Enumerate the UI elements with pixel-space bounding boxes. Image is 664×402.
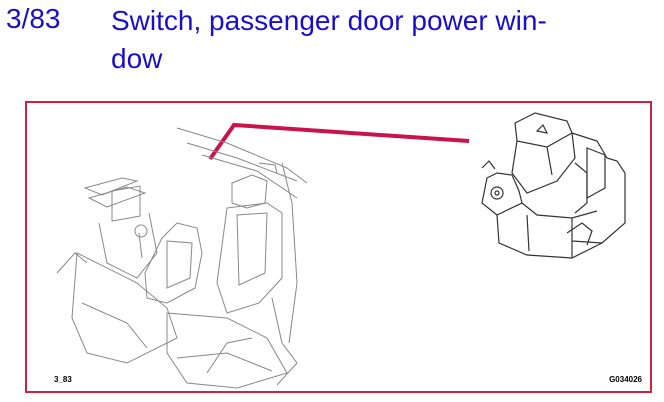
figure-ref-right: G034026 (609, 375, 642, 384)
figure-ref-left: 3_83 (54, 375, 72, 384)
switch-drawing (481, 112, 626, 259)
figure-frame: 3_83 G034026 (25, 101, 652, 393)
car-interior-drawing (56, 127, 308, 389)
title-text: Switch, passenger door power win- dow (111, 5, 547, 74)
section-code: 3/83 (6, 3, 61, 34)
illustration (56, 112, 626, 389)
page-title: Switch, passenger door power win- dow (111, 2, 651, 78)
leader-line (208, 122, 470, 161)
